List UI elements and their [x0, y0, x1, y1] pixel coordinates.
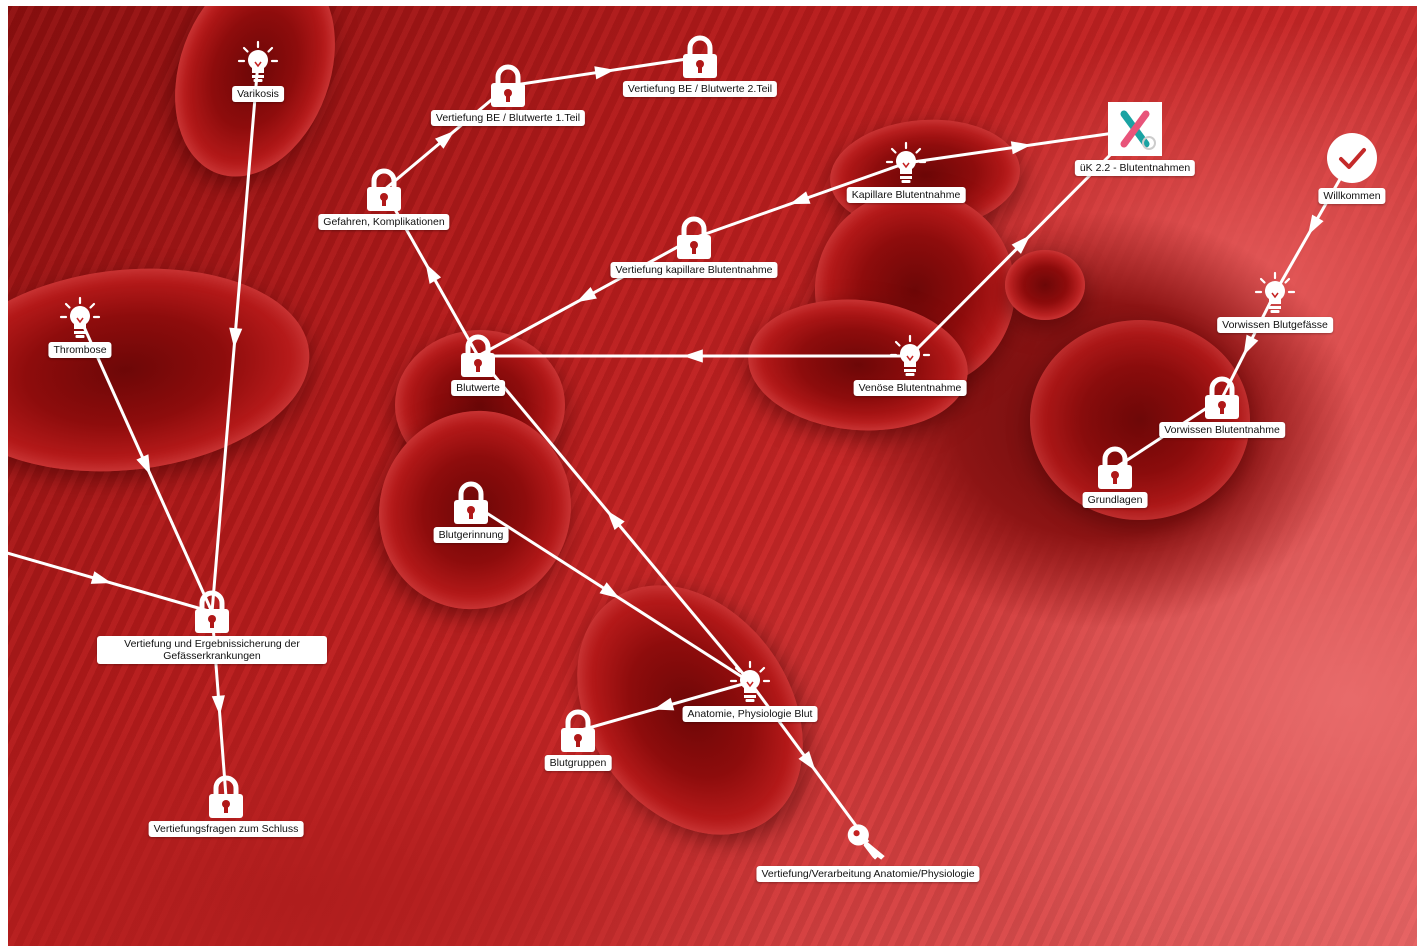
lock-icon[interactable]	[362, 168, 406, 212]
lock-icon[interactable]	[1093, 446, 1137, 490]
lightbulb-icon[interactable]	[728, 660, 772, 704]
key-icon[interactable]	[846, 820, 890, 864]
node-label[interactable]: Vorwissen Blutgefässe	[1217, 317, 1333, 333]
edge-arrowhead	[90, 571, 112, 584]
lightbulb-icon[interactable]	[884, 141, 928, 185]
edge-arrowhead	[798, 751, 816, 771]
lightbulb-icon[interactable]	[58, 296, 102, 340]
lock-icon[interactable]	[204, 775, 248, 819]
node-label[interactable]: Blutwerte	[451, 380, 505, 396]
lock-icon[interactable]	[556, 709, 600, 753]
edge-arrowhead	[1010, 141, 1032, 155]
edge-arrowhead	[576, 286, 597, 303]
lock-icon[interactable]	[190, 590, 234, 634]
node-label[interactable]: Vertiefungsfragen zum Schluss	[148, 821, 304, 837]
node-label[interactable]: Vertiefung/Verarbeitung Anatomie/Physiol…	[756, 866, 980, 882]
lock-icon[interactable]	[1200, 376, 1244, 420]
node-label[interactable]: Gefahren, Komplikationen	[318, 214, 450, 230]
lock-icon[interactable]	[449, 481, 493, 525]
lightbulb-icon[interactable]	[888, 334, 932, 378]
node-label[interactable]: Venöse Blutentnahme	[853, 380, 967, 396]
edge-arrowhead	[606, 510, 625, 530]
edge-arrowhead	[1243, 334, 1259, 356]
blood-cell	[1030, 320, 1250, 520]
node-label[interactable]: Kapillare Blutentnahme	[846, 187, 966, 203]
node-label[interactable]: Vorwissen Blutentnahme	[1159, 422, 1285, 438]
node-label[interactable]: Vertiefung BE / Blutwerte 1.Teil	[430, 110, 586, 126]
edge-arrowhead	[1308, 214, 1324, 236]
node-label[interactable]: Grundlagen	[1082, 492, 1148, 508]
node-label[interactable]: üK 2.2 - Blutentnahmen	[1074, 160, 1196, 176]
edge-arrowhead	[683, 349, 703, 363]
edge-arrowhead	[1011, 235, 1031, 254]
blood-cell	[1005, 250, 1085, 320]
edge-arrowhead	[599, 582, 620, 599]
lock-icon[interactable]	[678, 35, 722, 79]
node-label[interactable]: Thrombose	[48, 342, 112, 358]
lock-icon[interactable]	[672, 216, 716, 260]
edge-arrowhead	[594, 66, 615, 80]
lightbulb-icon[interactable]	[1253, 271, 1297, 315]
node-label[interactable]: Willkommen	[1318, 188, 1386, 204]
edge-arrowhead	[653, 697, 675, 711]
scorm-package-icon[interactable]	[1108, 102, 1162, 156]
edge-arrowhead	[136, 454, 151, 476]
lightbulb-icon[interactable]	[236, 40, 280, 84]
edge-arrowhead	[435, 130, 455, 149]
node-label[interactable]: Vertiefung und Ergebnissicherung der Gef…	[97, 636, 327, 664]
checkmark-icon[interactable]	[1326, 132, 1378, 184]
lock-icon[interactable]	[456, 334, 500, 378]
node-label[interactable]: Blutgerinnung	[433, 527, 509, 543]
node-label[interactable]: Varikosis	[232, 86, 284, 102]
node-label[interactable]: Anatomie, Physiologie Blut	[682, 706, 818, 722]
edge-arrowhead	[789, 191, 811, 205]
node-label[interactable]: Vertiefung kapillare Blutentnahme	[610, 262, 778, 278]
edge-arrowhead	[425, 263, 442, 284]
edge-arrowhead	[211, 695, 225, 716]
node-label[interactable]: Vertiefung BE / Blutwerte 2.Teil	[622, 81, 778, 97]
node-label[interactable]: Blutgruppen	[544, 755, 612, 771]
edge-arrowhead	[229, 327, 243, 348]
lock-icon[interactable]	[486, 64, 530, 108]
